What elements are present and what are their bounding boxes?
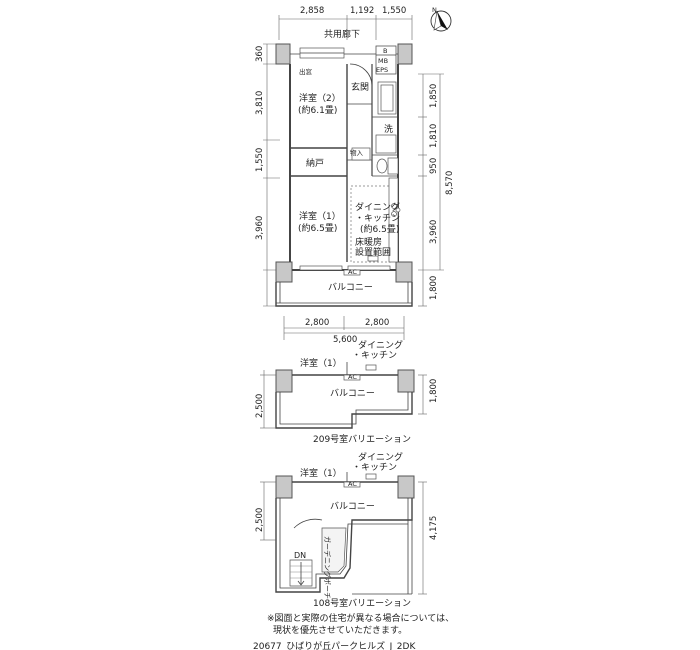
note-line-2: 現状を優先させていただきます。 (273, 624, 407, 636)
wash-label: 洗 (384, 123, 393, 135)
north-arrow-icon: N (430, 6, 452, 32)
dim-right-2: 1,810 (429, 124, 439, 148)
dim-left-1: 360 (255, 46, 265, 62)
dim-bottom-2: 2,800 (365, 318, 389, 328)
dim-bottom-1: 2,800 (305, 318, 329, 328)
eps-label: EPS (376, 66, 388, 74)
dim-left-4: 3,960 (255, 216, 265, 240)
dim-top-3: 1,550 (382, 6, 406, 16)
ac-label: AC (348, 268, 357, 276)
var108-dining-2: ・キッチン (352, 462, 397, 473)
var209-dim-left: 2,500 (255, 394, 265, 418)
closet-label: 納戸 (306, 157, 324, 169)
mb-label: MB (378, 57, 388, 65)
var209-balcony: バルコニー (330, 388, 375, 399)
dim-right-4: 3,960 (429, 220, 439, 244)
floor-heating-label-2: 設置範囲 (355, 246, 391, 258)
var209-ac: AC (348, 373, 357, 381)
western-room-2-size: (約6.1畳) (298, 104, 337, 116)
mb-eps-shaft: B MB EPS (375, 45, 397, 75)
top-dimensions: 2,858 1,192 1,550 (278, 6, 413, 40)
dim-top-1: 2,858 (300, 6, 324, 16)
note-line-1: ※図面と実際の住宅が異なる場合については、 (267, 612, 454, 624)
western-room-2-name: 洋室（2） (299, 92, 341, 104)
variation-209: ダイニング ・キッチン 洋室（1） AC バルコニー 2,500 1,800 2… (255, 339, 439, 445)
storage-label: 物入 (350, 148, 364, 157)
b-label: B (383, 47, 387, 55)
dim-left-2: 3,810 (255, 91, 265, 115)
western-room-1-size: (約6.5畳) (298, 222, 337, 234)
western-room-1-name: 洋室（1） (299, 210, 341, 222)
bottom-dimensions: 2,800 2,800 5,600 (283, 316, 405, 345)
corridor-label: 共用廊下 (324, 28, 360, 40)
dim-right-total: 8,570 (445, 171, 455, 195)
dim-right-1: 1,850 (429, 84, 439, 108)
var209-title: 209号室バリエーション (313, 433, 411, 445)
dim-left-3: 1,550 (255, 148, 265, 172)
dining-label-1: ダイニング (355, 201, 400, 213)
right-dimensions: 1,850 1,810 950 3,960 1,800 8,570 (418, 73, 455, 307)
floor-heating-label-1: 床暖房 (355, 236, 382, 248)
dining-label-2: ・キッチン (355, 213, 400, 224)
balcony-label: バルコニー (328, 282, 373, 293)
dim-top-2: 1,192 (350, 6, 374, 16)
var209-dining-1: ダイニング (358, 339, 403, 351)
dim-right-5: 1,800 (429, 276, 439, 300)
var209-dim-right: 1,800 (429, 379, 439, 403)
var209-western-label: 洋室（1） (300, 357, 342, 369)
dim-right-3: 950 (429, 158, 439, 174)
entrance-label: 玄関 (351, 81, 369, 93)
variation-108: ダイニング ・キッチン 洋室（1） AC バルコニー DN ガーデニングポーチ … (255, 451, 439, 609)
var108-ac: AC (348, 480, 357, 488)
fixtures (299, 81, 401, 276)
dim-bottom-total: 5,600 (333, 335, 357, 345)
plan-code: 20677_ひばりが丘パークヒルズ_J_2DK (253, 640, 416, 650)
var209-dining-2: ・キッチン (352, 350, 397, 361)
window-label: 出窓 (299, 67, 313, 76)
north-label: N (432, 6, 437, 14)
var108-western-label: 洋室（1） (300, 467, 342, 479)
garden-porch-label: ガーデニングポーチ (323, 536, 332, 599)
var108-dining-1: ダイニング (358, 451, 403, 463)
dn-label: DN (294, 551, 306, 560)
var108-dim-right: 4,175 (429, 516, 439, 540)
var108-dim-left: 2,500 (255, 508, 265, 532)
var108-title: 108号室バリエーション (313, 597, 411, 609)
var108-balcony: バルコニー (330, 501, 375, 512)
dining-size: (約6.5畳) (360, 223, 399, 235)
